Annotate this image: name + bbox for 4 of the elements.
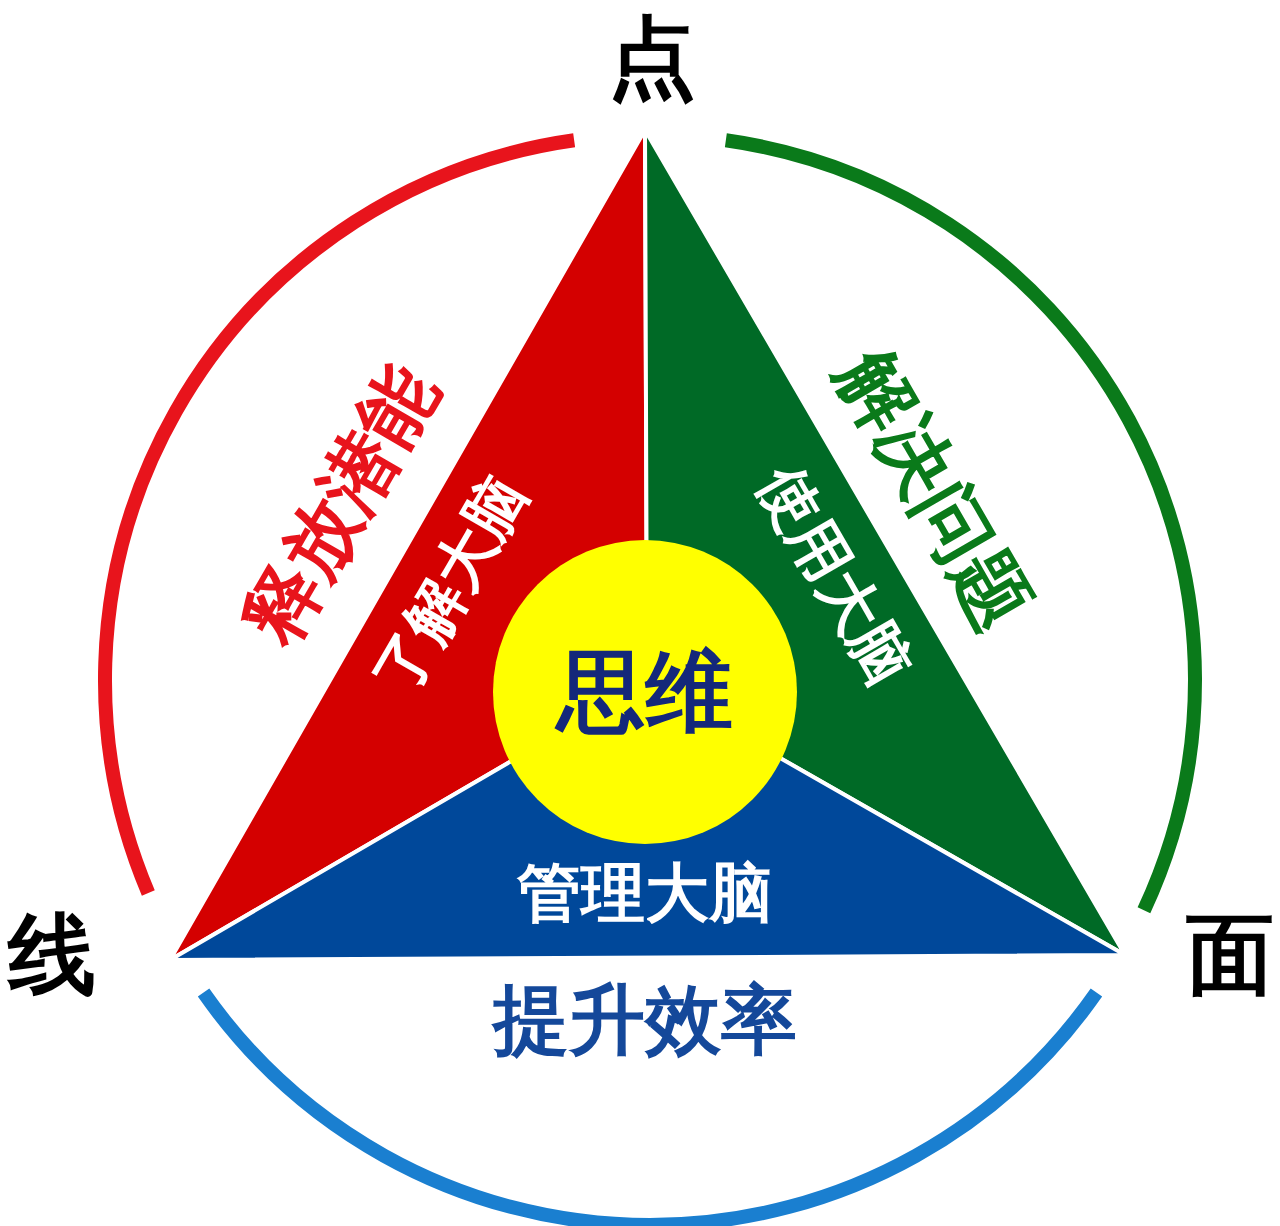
segment-label: 管理大脑	[517, 861, 773, 925]
vertex-label: 线	[8, 911, 96, 999]
vertex-label: 面	[1186, 911, 1274, 999]
arc-label: 提升效率	[493, 982, 797, 1058]
